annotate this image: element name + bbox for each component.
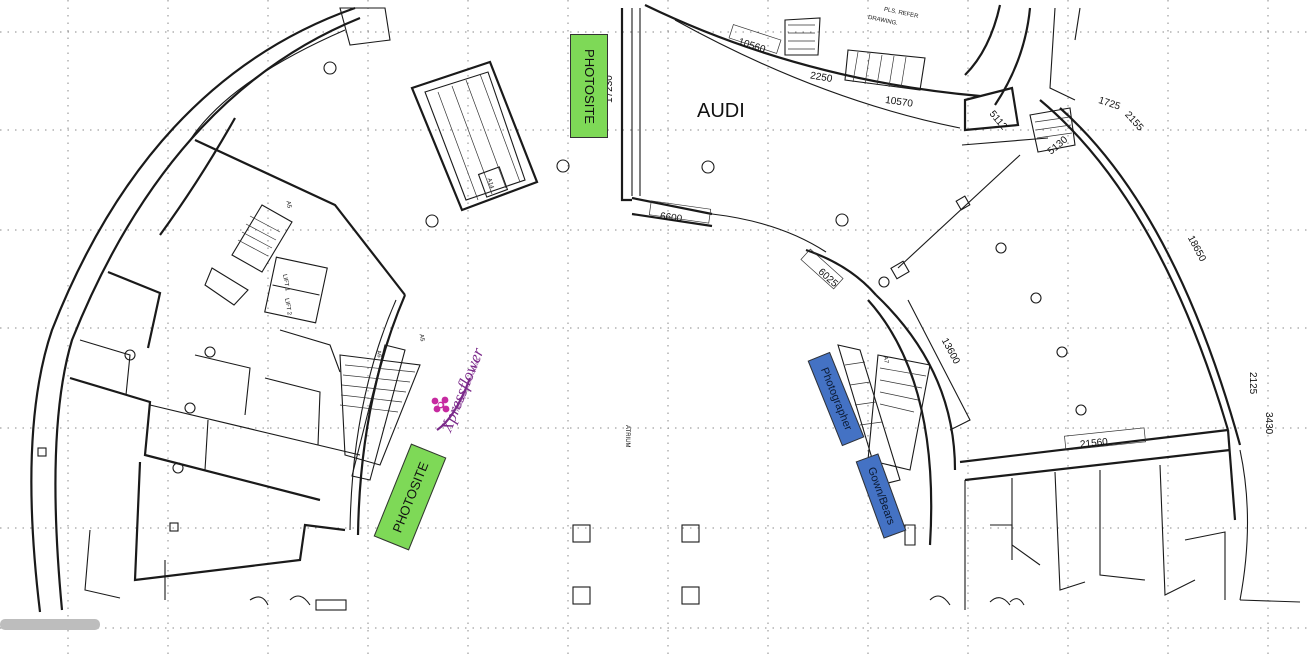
photosite-top-label: PHOTOSITE bbox=[570, 34, 608, 138]
dim-5130: 5130 bbox=[1046, 134, 1070, 157]
audi-label: AUDI bbox=[697, 100, 745, 122]
stair-mark-a6: A6 bbox=[375, 350, 382, 359]
left-stairs: A6 A5 bbox=[339, 334, 425, 481]
right-wing bbox=[620, 4, 1301, 610]
stair-mark-a5: A5 bbox=[285, 201, 292, 210]
dim-2250: 2250 bbox=[809, 70, 833, 85]
atrium-label: ATRIUM bbox=[624, 425, 630, 448]
atrium-columns: ATRIUM bbox=[572, 425, 700, 605]
lift-1-label: LIFT 1 bbox=[281, 274, 290, 293]
xpressflower-logo bbox=[431, 377, 472, 431]
dim-10560: 10560 bbox=[737, 37, 767, 56]
left-wing bbox=[30, 6, 570, 613]
dim-2125: 2125 bbox=[1247, 372, 1258, 395]
dimension-boxes bbox=[648, 24, 1146, 451]
dim-5112: 5112 bbox=[987, 109, 1010, 133]
dim-6025: 6025 bbox=[816, 267, 840, 290]
dim-10570: 10570 bbox=[884, 95, 914, 110]
dim-21560: 21560 bbox=[1080, 437, 1109, 451]
escalator: A14 bbox=[410, 60, 539, 212]
horizontal-scrollbar[interactable] bbox=[0, 619, 100, 630]
dim-13600: 13600 bbox=[939, 336, 962, 366]
stair-mark-a5-b: A5 bbox=[418, 334, 425, 343]
flower-icon bbox=[431, 396, 450, 413]
right-stairs: A7 bbox=[784, 17, 1076, 486]
dim-17230: 17230 bbox=[604, 75, 615, 103]
left-core: LIFT 1 LIFT 2 A5 bbox=[204, 201, 328, 324]
note-drawing: DRAWING. bbox=[867, 15, 898, 27]
stair-mark-a14: A14 bbox=[486, 178, 495, 191]
stair-mark-a7: A7 bbox=[882, 356, 889, 365]
photosite-top-text: PHOTOSITE bbox=[581, 48, 597, 124]
dim-18650: 18650 bbox=[1185, 234, 1208, 264]
dim-3430: 3430 bbox=[1263, 412, 1274, 435]
lift-2-label: LIFT 2 bbox=[283, 298, 292, 317]
dim-1725: 1725 bbox=[1097, 95, 1122, 112]
